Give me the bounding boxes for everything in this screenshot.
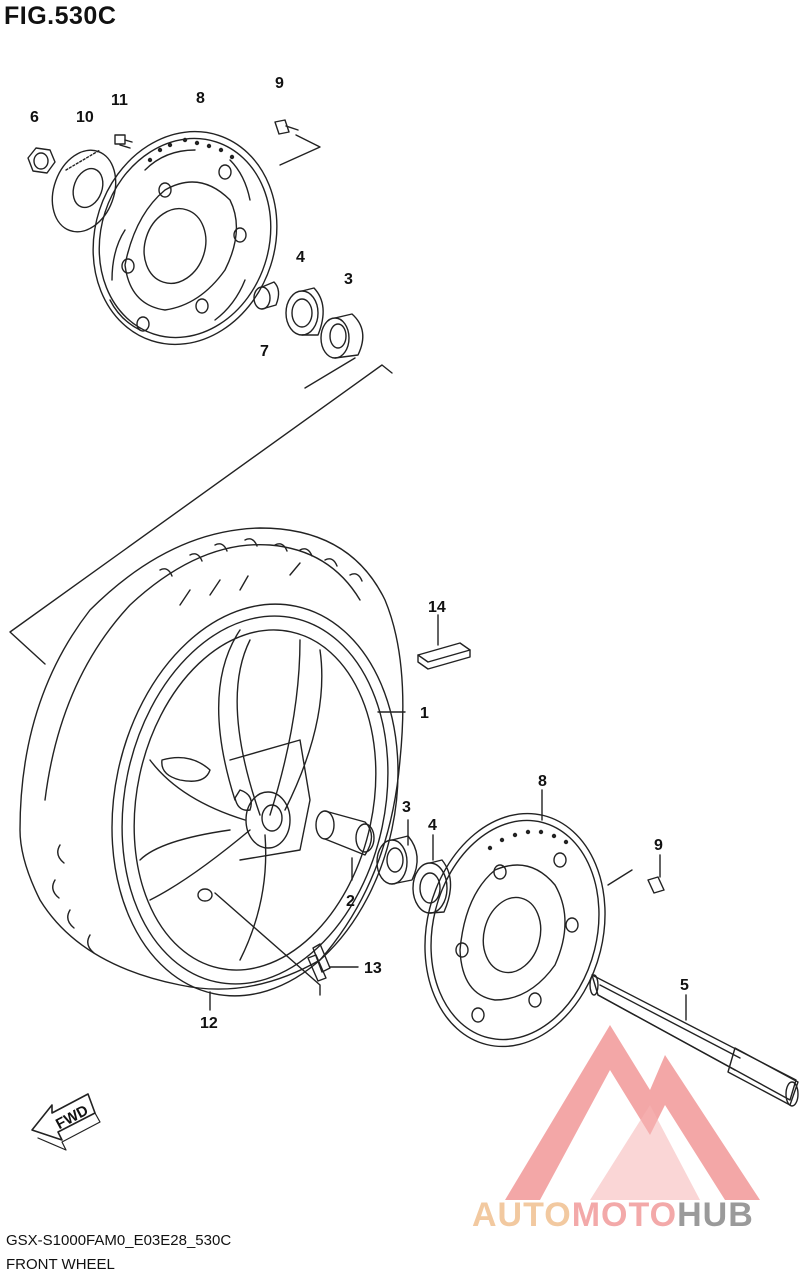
nut-part-6 [27, 147, 56, 174]
watermark-text: AUTOMOTOHUB [472, 1196, 754, 1235]
callout-6: 6 [30, 109, 39, 126]
callout-3-top: 3 [344, 271, 353, 288]
brake-disc-bottom [424, 789, 633, 1048]
collar-part-7 [253, 281, 280, 310]
oil-seal-part-4-bottom [412, 834, 452, 914]
figure-code: GSX-S1000FAM0_E03E28_530C [6, 1232, 232, 1249]
callout-9-bottom: 9 [654, 837, 663, 854]
callout-10: 10 [76, 109, 94, 126]
callout-4-top: 4 [296, 249, 305, 266]
brake-disc-top [92, 130, 321, 346]
axle-part-5 [589, 974, 799, 1107]
callout-8-bottom: 8 [538, 773, 547, 790]
valve-part-13 [307, 943, 359, 982]
bearing-part-3-bottom [376, 819, 418, 885]
callout-2: 2 [346, 893, 355, 910]
oil-seal-part-4-top [285, 287, 324, 336]
spacer-part-2 [315, 810, 375, 881]
callout-4-bottom: 4 [428, 817, 437, 834]
callout-7: 7 [260, 343, 269, 360]
fwd-label: FWD [53, 1102, 91, 1133]
watermark-moto: MOTO [571, 1196, 678, 1234]
callout-1: 1 [420, 705, 429, 722]
callout-3-bottom: 3 [402, 799, 411, 816]
fwd-arrow-icon: FWD [31, 1093, 101, 1151]
front-wheel-assembly [19, 527, 404, 997]
bolt-part-9-bottom [647, 854, 665, 894]
watermark-auto: AUTO [472, 1196, 572, 1234]
callout-8-top: 8 [196, 90, 205, 107]
balancer-part-14 [417, 614, 471, 670]
watermark-hub: HUB [677, 1196, 754, 1234]
sensor-rotor-part-10 [51, 149, 117, 233]
callout-11: 11 [111, 92, 128, 109]
figure-name: FRONT WHEEL [6, 1256, 115, 1273]
bearing-part-3-top [320, 313, 364, 359]
figure-title: FIG.530C [4, 2, 117, 30]
bolt-part-11 [114, 134, 133, 145]
callout-5: 5 [680, 977, 689, 994]
callout-14: 14 [428, 599, 446, 616]
callout-13: 13 [364, 960, 382, 977]
callout-9-top: 9 [275, 75, 284, 92]
watermark-logo [505, 1025, 760, 1200]
callout-12: 12 [200, 1015, 218, 1032]
bolt-part-9-top [274, 119, 299, 135]
